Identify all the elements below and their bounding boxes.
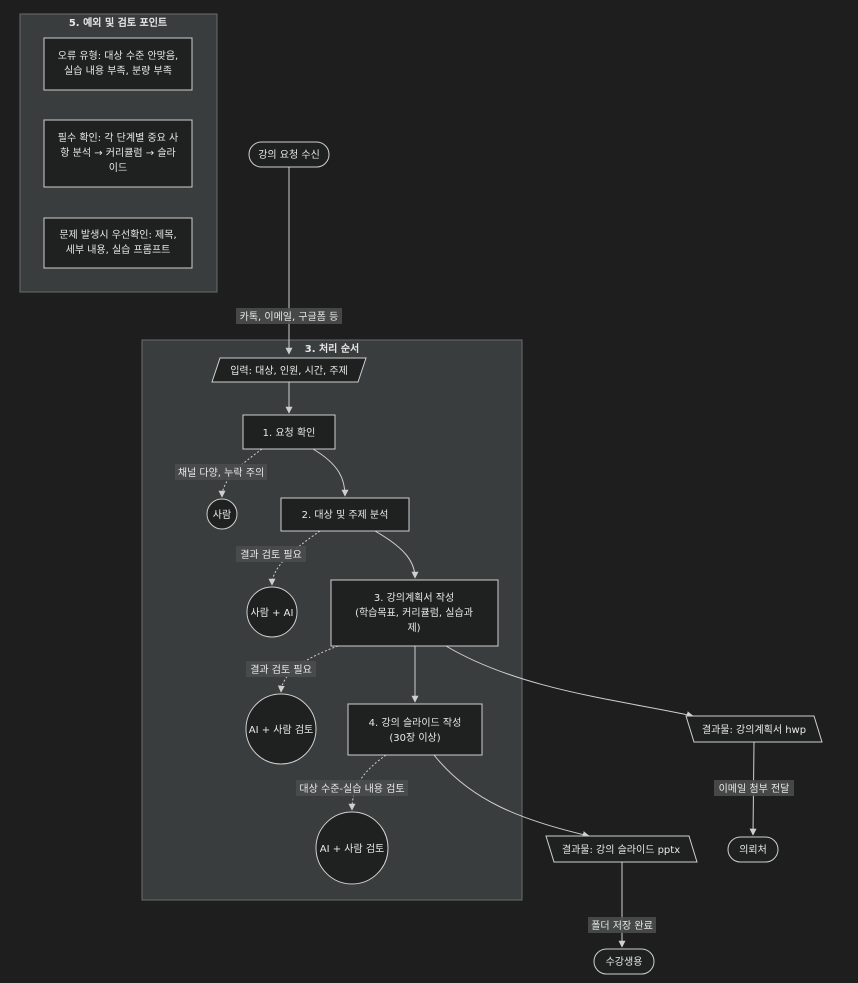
node-ai-person-review-2: AI + 사람 검토 [315, 811, 389, 885]
svg-text:의뢰처: 의뢰처 [739, 844, 767, 856]
node-output-slides: 결과물: 강의 슬라이드 pptx [545, 835, 698, 863]
edge-label-check2: 결과 검토 필요 [240, 549, 302, 561]
edge-label-folder: 폴더 저장 완료 [591, 920, 653, 932]
edge-label-channels: 카톡, 이메일, 구글폼 등 [240, 311, 339, 323]
node-client: 의뢰처 [727, 836, 779, 863]
subgraph-process-title: 3. 처리 순서 [305, 342, 360, 355]
node-person-ai: 사람 + AI [246, 586, 298, 638]
svg-text:AI + 사람 검토: AI + 사람 검토 [320, 842, 385, 855]
node-input: 입력: 대상, 인원, 시간, 주제 [211, 357, 367, 383]
svg-text:필수 확인: 각 단계별 중요 사: 필수 확인: 각 단계별 중요 사 [58, 132, 178, 144]
svg-text:실습 내용 부족, 분량 부족: 실습 내용 부족, 분량 부족 [64, 65, 172, 77]
node-step1: 1. 요청 확인 [242, 414, 336, 450]
edge-label-check4: 대상 수준-실습 내용 검토 [299, 783, 404, 795]
svg-text:강의 요청 수신: 강의 요청 수신 [258, 149, 320, 161]
svg-text:세부 내용, 실습 프롬프트: 세부 내용, 실습 프롬프트 [66, 244, 171, 256]
subgraph-exceptions-title: 5. 예외 및 검토 포인트 [69, 16, 167, 29]
svg-text:이드: 이드 [109, 162, 127, 174]
svg-text:3. 강의계획서 작성: 3. 강의계획서 작성 [374, 592, 454, 604]
node-ai-person-review-1: AI + 사람 검토 [245, 693, 317, 765]
edge-label-check3: 결과 검토 필요 [250, 664, 312, 676]
edge-step2-step3 [374, 530, 419, 579]
node-issue-priority: 문제 발생시 우선확인: 제목, 세부 내용, 실습 프롬프트 [43, 217, 193, 269]
svg-text:결과물: 강의계획서 hwp: 결과물: 강의계획서 hwp [702, 724, 806, 736]
node-error-types: 오류 유형: 대상 수준 안맞음, 실습 내용 부족, 분량 부족 [43, 37, 193, 91]
edge-step4-outslide [433, 754, 590, 838]
node-students: 수강생용 [593, 948, 655, 975]
node-start: 강의 요청 수신 [248, 141, 330, 168]
node-required-check: 필수 확인: 각 단계별 중요 사 항 분석 → 커리큘럼 → 슬라 이드 [43, 119, 193, 188]
node-output-plan: 결과물: 강의계획서 hwp [685, 715, 823, 743]
svg-text:항 분석 → 커리큘럼 → 슬라: 항 분석 → 커리큘럼 → 슬라 [60, 146, 175, 159]
svg-text:AI + 사람 검토: AI + 사람 검토 [249, 723, 314, 736]
node-step4: 4. 강의 슬라이드 작성 (30장 이상) [347, 703, 483, 756]
svg-text:2. 대상 및 주제 분석: 2. 대상 및 주제 분석 [302, 509, 389, 521]
node-step3: 3. 강의계획서 작성 (학습목표, 커리큘럼, 실습과 제) [330, 579, 499, 647]
edge-step4-aiperson2 [348, 754, 387, 811]
svg-text:제): 제) [407, 622, 420, 634]
svg-text:오류 유형: 대상 수준 안맞음,: 오류 유형: 대상 수준 안맞음, [58, 50, 178, 62]
edge-step3-outplan [445, 645, 694, 719]
edge-step1-step2 [312, 448, 349, 497]
node-step2: 2. 대상 및 주제 분석 [280, 497, 410, 532]
edge-label-email: 이메일 첨부 전달 [719, 783, 790, 795]
svg-text:사람 + AI: 사람 + AI [251, 606, 294, 619]
svg-text:문제 발생시 우선확인: 제목,: 문제 발생시 우선확인: 제목, [59, 229, 176, 241]
edge-labels: 카톡, 이메일, 구글폼 등 채널 다양, 누락 주의 결과 검토 필요 결과 … [175, 308, 794, 933]
svg-text:결과물: 강의 슬라이드 pptx: 결과물: 강의 슬라이드 pptx [562, 844, 680, 856]
svg-text:(30장 이상): (30장 이상) [389, 732, 440, 744]
edge-label-check1: 채널 다양, 누락 주의 [178, 467, 264, 479]
node-person: 사람 [206, 498, 238, 530]
svg-text:수강생용: 수강생용 [606, 956, 643, 968]
edge-step3-aiperson1 [277, 645, 339, 693]
svg-text:4. 강의 슬라이드 작성: 4. 강의 슬라이드 작성 [369, 717, 462, 729]
svg-text:1. 요청 확인: 1. 요청 확인 [263, 427, 316, 439]
svg-text:(학습목표, 커리큘럼, 실습과: (학습목표, 커리큘럼, 실습과 [355, 606, 473, 619]
svg-text:사람: 사람 [213, 508, 231, 521]
svg-text:입력: 대상, 인원, 시간, 주제: 입력: 대상, 인원, 시간, 주제 [230, 364, 348, 377]
